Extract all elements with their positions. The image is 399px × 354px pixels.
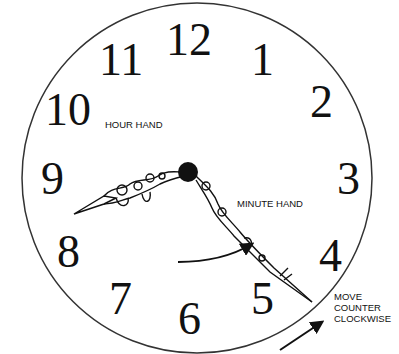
clock-numeral: 7 — [109, 276, 132, 322]
clock-numeral: 3 — [337, 156, 360, 202]
direction-arrow — [280, 322, 322, 350]
clock-numeral: 6 — [178, 296, 201, 342]
clock-numeral: 1 — [251, 37, 274, 83]
hand-label: HOUR HAND — [105, 120, 163, 131]
clock-numeral: 10 — [45, 87, 91, 133]
clock-numeral: 12 — [166, 17, 212, 63]
clock-numeral: 9 — [41, 156, 64, 202]
hand-label: MINUTE HAND — [237, 199, 303, 210]
center-hub — [178, 162, 198, 182]
clock-numeral: 8 — [57, 229, 80, 275]
clock-numeral: 4 — [319, 233, 342, 279]
clock-numeral: 2 — [310, 79, 333, 125]
clock-numeral: 11 — [99, 37, 143, 83]
instruction-note: MOVE COUNTER CLOCKWISE — [334, 292, 394, 325]
pointer-arrow — [178, 244, 252, 262]
clock-numeral: 5 — [251, 276, 274, 322]
clock-dial — [22, 3, 372, 353]
hour-hand — [74, 172, 184, 214]
